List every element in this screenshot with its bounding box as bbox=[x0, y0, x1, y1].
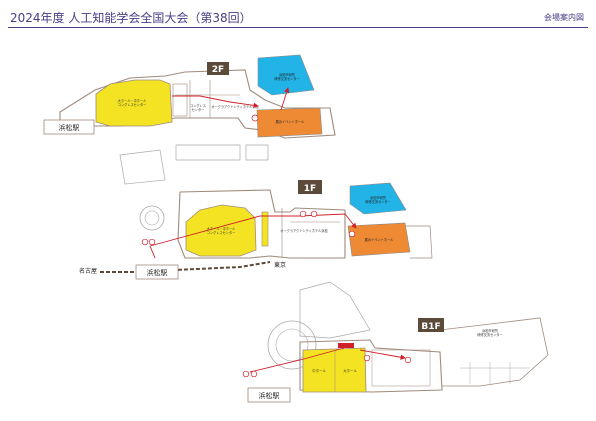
floor-b1f-east-wing bbox=[439, 317, 549, 387]
floor-b1f-hall bbox=[302, 347, 367, 393]
floor-1f-hall-label: 大ホール・中ホールコングレスセンター bbox=[207, 226, 236, 235]
floor-2f-tag bbox=[207, 62, 229, 75]
floor-1f-elevator-icon bbox=[348, 230, 356, 238]
floor-1f-research-center bbox=[349, 182, 407, 215]
floor-1f-station-label: 浜松駅 bbox=[147, 268, 168, 277]
floor-b1f-marker-icon-4 bbox=[404, 356, 412, 364]
floor-b1f-roundabout-inner bbox=[275, 328, 309, 362]
floor-b1f-station-box bbox=[247, 387, 291, 403]
floor-2f-station-label: 浜松駅 bbox=[59, 123, 80, 132]
floor-2f-walkway bbox=[175, 80, 240, 118]
floor-2f-route bbox=[172, 95, 259, 109]
floor-2f-tag-label: 2F bbox=[212, 65, 224, 75]
floor-2f-elevator-icon bbox=[251, 114, 259, 122]
floor-b1f-parking-grid bbox=[460, 362, 530, 384]
floor-1f-map: 大ホール・中ホールコングレスセンター オークラアクトシティホテル浜松 浜松市研究… bbox=[79, 144, 433, 280]
floor-1f-tag bbox=[298, 180, 322, 194]
floor-1f-exhibition-label: 展示イベントホール bbox=[365, 237, 394, 242]
floor-b1f-tag bbox=[418, 318, 444, 332]
floor-1f-hotel-label: オークラアクトシティホテル浜松 bbox=[280, 228, 328, 233]
floor-b1f-hall-mid-label: 中ホール bbox=[312, 368, 326, 373]
floor-b1f-route bbox=[249, 347, 405, 373]
floor-1f-east-annex bbox=[405, 225, 433, 259]
floor-2f-research-label: 浜松市研究研修交流センター bbox=[274, 72, 300, 81]
floor-2f-congress-label: コングレスセンター bbox=[190, 103, 206, 112]
floor-b1f-hall-large-label: 大ホール bbox=[343, 368, 357, 373]
floor-1f-marker-icon-3 bbox=[299, 210, 307, 218]
floor-2f-hall-label: 大ホール・中ホールコングレスセンター bbox=[118, 98, 147, 107]
floor-b1f-concourse bbox=[371, 349, 431, 387]
floor-b1f-marker-icon-1 bbox=[242, 370, 250, 378]
floor-2f-hall-complex bbox=[95, 79, 173, 127]
floor-1f-tag-label: 1F bbox=[304, 184, 316, 194]
floor-2f-hotel-label: オークラアクトシティホテル浜松 bbox=[211, 104, 259, 109]
floor-2f-exhibition-hall bbox=[256, 107, 323, 138]
floor-b1f-station-label: 浜松駅 bbox=[259, 391, 280, 400]
floor-2f-research-center bbox=[257, 54, 315, 96]
floor-b1f-map: 中ホール 大ホール 浜松市研究研修交流センター B1F 浜松駅 bbox=[242, 281, 549, 403]
floor-1f-station-box bbox=[135, 264, 179, 280]
floor-1f-nagoya-label: 名古屋 bbox=[79, 267, 97, 275]
floor-2f-exhibition-label: 展示イベントホール bbox=[276, 119, 305, 124]
floor-1f-marker-icon-2 bbox=[148, 238, 156, 246]
floor-1f-hall-annex bbox=[261, 211, 269, 247]
page-title: 2024年度 人工知能学会全国大会（第38回） bbox=[10, 11, 252, 25]
floor-1f-route bbox=[149, 213, 356, 259]
floor-1f-roundabout-inner bbox=[144, 210, 160, 226]
header-rule bbox=[8, 27, 588, 28]
floor-1f-tokyo-label: 東京 bbox=[274, 261, 286, 269]
floor-1f-marker-icon-1 bbox=[141, 238, 149, 246]
floor-b1f-roundabout bbox=[267, 320, 317, 370]
floor-b1f-upper-block bbox=[299, 281, 371, 339]
floor-1f-marker-icon-4 bbox=[310, 210, 318, 218]
floor-2f-station-box bbox=[43, 119, 95, 135]
floor-1f-research-label: 浜松市研究研修交流センター bbox=[365, 195, 391, 204]
floor-1f-railway bbox=[100, 261, 271, 273]
floor-b1f-marker-icon-2 bbox=[250, 370, 258, 378]
floor-2f-congress-block bbox=[172, 83, 188, 117]
floor-1f-outline bbox=[177, 189, 346, 259]
floor-1f-city-blocks bbox=[119, 144, 269, 185]
floor-b1f-research-label: 浜松市研究研修交流センター bbox=[477, 328, 503, 337]
floor-1f-hall-complex bbox=[185, 204, 257, 257]
floor-1f-roundabout bbox=[139, 205, 165, 231]
floor-2f-route-up bbox=[280, 87, 290, 111]
floor-b1f-tag-label: B1F bbox=[421, 322, 440, 332]
page-subtitle: 会場案内図 bbox=[544, 13, 584, 22]
floor-b1f-marker-icon-3 bbox=[363, 354, 371, 362]
header-bar: 2024年度 人工知能学会全国大会（第38回） 会場案内図 bbox=[0, 0, 596, 30]
floor-2f-map: 大ホール・中ホールコングレスセンター コングレスセンター オークラアクトシティホ… bbox=[43, 54, 336, 139]
floor-b1f-entrance-marker bbox=[338, 343, 354, 348]
floor-1f-exhibition-hall bbox=[347, 222, 411, 257]
